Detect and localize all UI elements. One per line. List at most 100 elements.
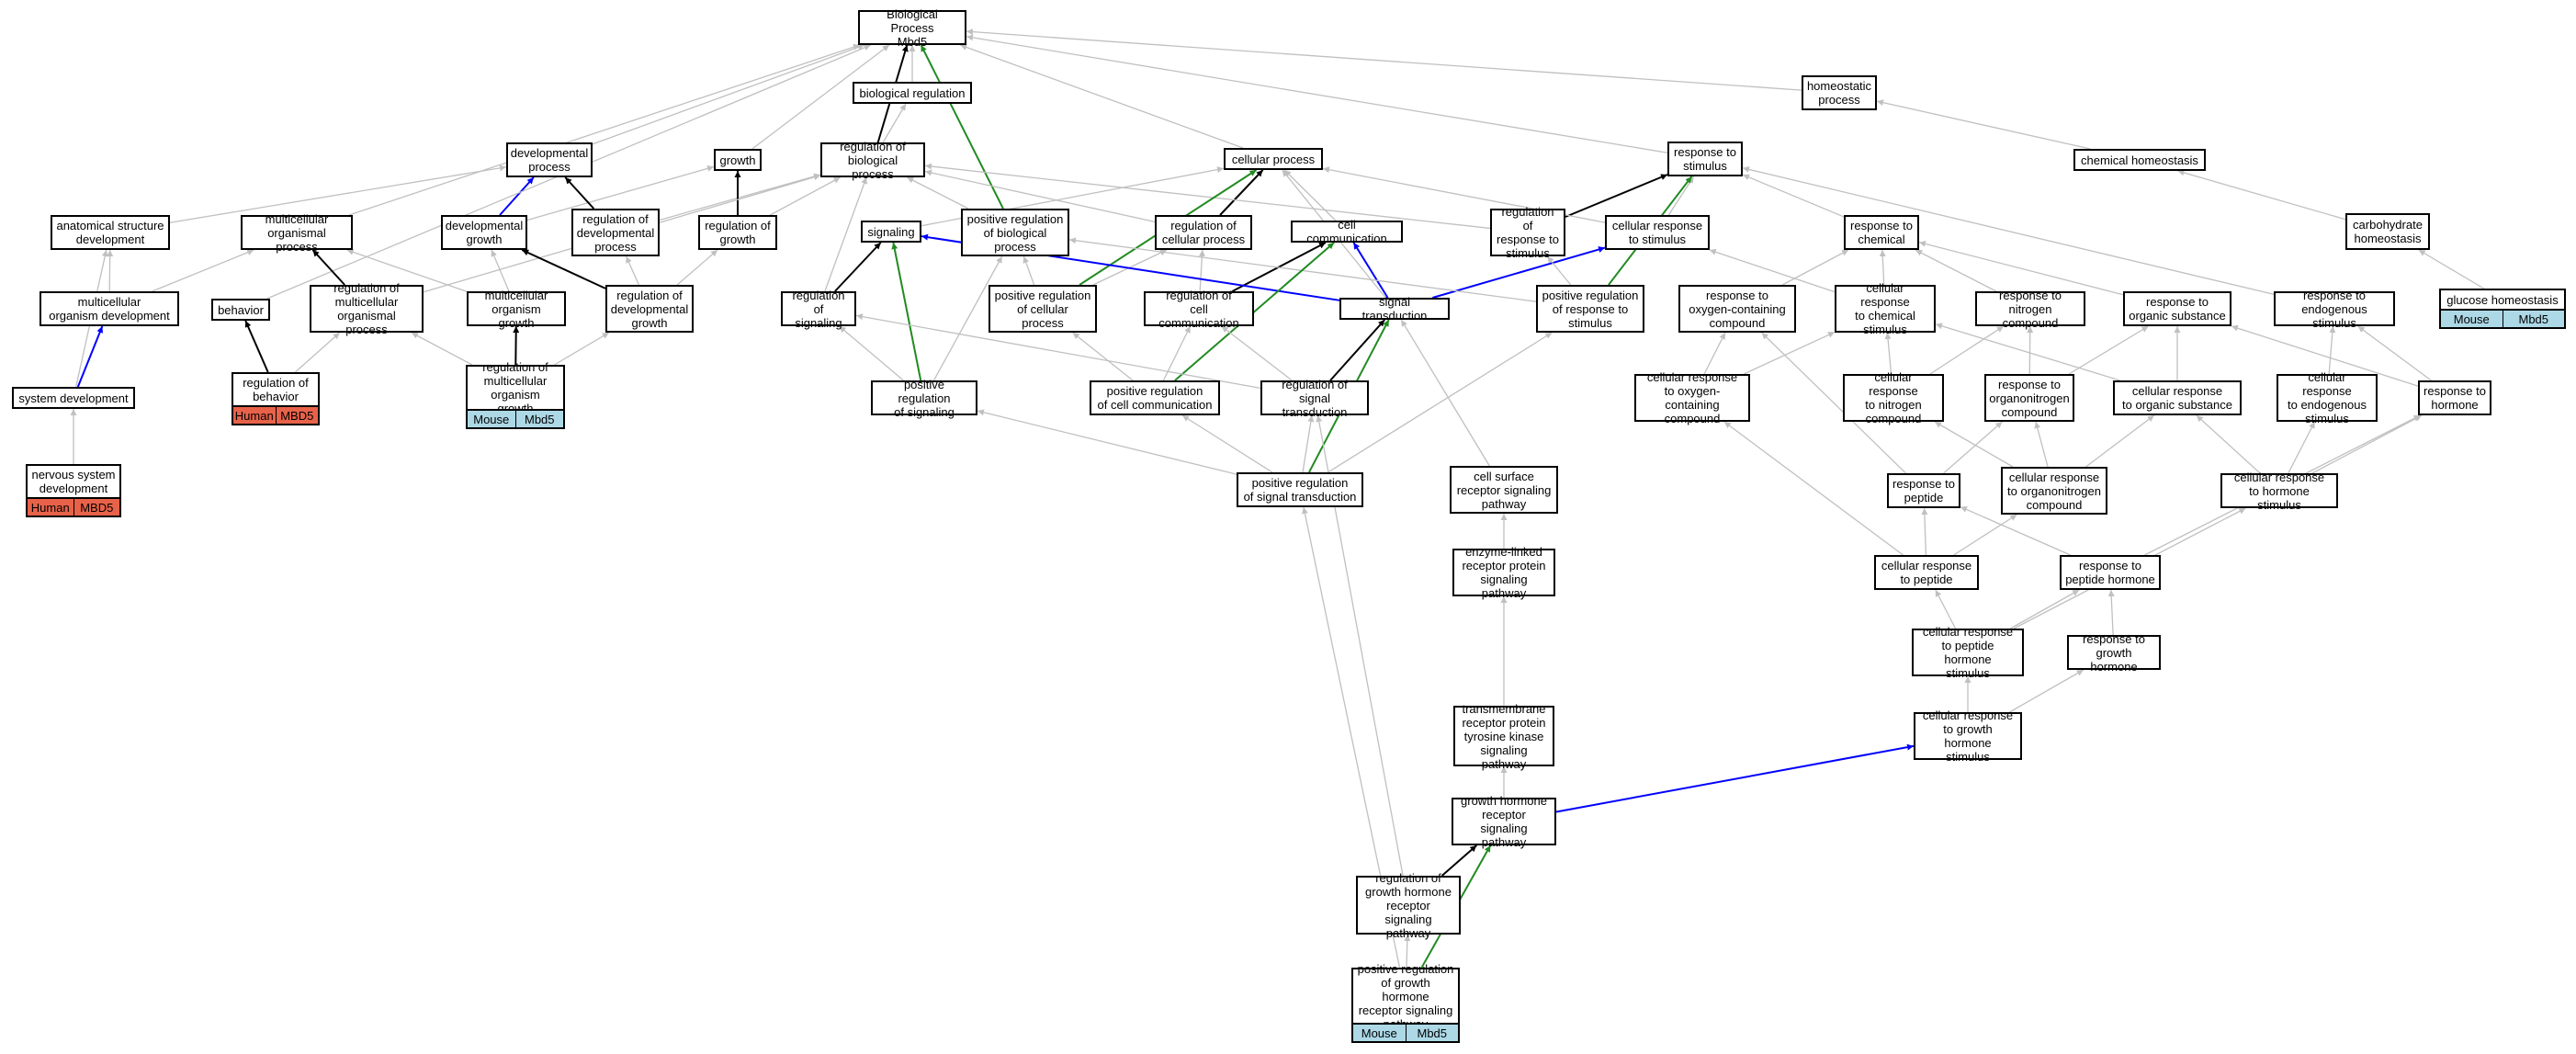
node-regulation-of-developmental-process[interactable]: regulation of developmental process [571, 209, 660, 256]
edge-is-a [1742, 165, 2275, 295]
edge-is-a [1072, 332, 1134, 381]
node-response-to-stimulus[interactable]: response to stimulus [1667, 142, 1743, 176]
node-cellular-response-to-endogenous-stimulus[interactable]: cellular response to endogenous stimulus [2277, 370, 2378, 425]
edge-part-of [564, 176, 595, 210]
node-positive-regulation-of-response-to-stimulus[interactable]: positive regulation of response to stimu… [1536, 285, 1644, 333]
node-carbohydrate-homeostasis[interactable]: carbohydrate homeostasis [2345, 213, 2430, 250]
node-cellular-response-to-stimulus[interactable]: cellular response to stimulus [1605, 215, 1710, 250]
edge-is-a [1703, 332, 1726, 375]
node-response-to-peptide[interactable]: response to peptide [1887, 473, 1960, 508]
node-growth[interactable]: growth [714, 149, 762, 171]
node-positive-regulation-of-signal-transduction[interactable]: positive regulation of signal transducti… [1237, 472, 1363, 507]
edge-is-a [770, 176, 841, 216]
node-regulation-of-biological-process[interactable]: regulation of biological process [820, 140, 925, 181]
edge-part-of [244, 320, 269, 373]
edge-is-a [2068, 325, 2149, 375]
node-regulation-of-multicellular-organismal-process[interactable]: regulation of multicellular organismal p… [310, 281, 424, 336]
node-response-to-growth-hormone[interactable]: response to growth hormone [2067, 632, 2161, 674]
node-glucose-homeostasis[interactable]: glucose homeostasis [2439, 289, 2566, 311]
edge-is-a [1943, 421, 2003, 474]
node-regulation-of-response-to-stimulus[interactable]: regulation of response to stimulus [1490, 205, 1565, 260]
node-cellular-response-to-nitrogen-compound[interactable]: cellular response to nitrogen compound [1843, 370, 1944, 425]
node-multicellular-organism-development[interactable]: multicellular organism development [40, 291, 179, 326]
node-anatomical-structure-development[interactable]: anatomical structure development [51, 215, 170, 250]
node-chemical-homeostasis[interactable]: chemical homeostasis [2073, 149, 2206, 171]
node-nervous-system-development[interactable]: nervous system development [26, 464, 121, 499]
node-behavior[interactable]: behavior [211, 299, 270, 321]
edge-part-of [521, 249, 606, 289]
node-cell-communication[interactable]: cell communication [1291, 218, 1403, 245]
node-response-to-endogenous-stimulus[interactable]: response to endogenous stimulus [2274, 289, 2395, 330]
species-label: Mouse [1353, 1025, 1406, 1041]
node-signal-transduction[interactable]: signal transduction [1339, 295, 1450, 323]
edge-is-a [1744, 331, 1836, 375]
node-positive-regulation-of-cell-communication[interactable]: positive regulation of cell communicatio… [1090, 380, 1220, 415]
node-regulation-of-cell-communication[interactable]: regulation of cell communication [1144, 289, 1254, 330]
species-label: Human [233, 407, 276, 424]
edge-is-a [1921, 507, 1928, 556]
node-regulation-of-growth-hormone-receptor-signaling-pathway[interactable]: regulation of growth hormone receptor si… [1356, 871, 1461, 940]
node-cell-surface-receptor-signaling-pathway[interactable]: cell surface receptor signaling pathway [1450, 466, 1558, 514]
node-regulation-of-cellular-process[interactable]: regulation of cellular process [1155, 215, 1252, 250]
node-response-to-organic-substance[interactable]: response to organic substance [2123, 291, 2231, 326]
node-positive-regulation-of-biological-process[interactable]: positive regulation of biological proces… [961, 209, 1069, 256]
node-cellular-response-to-peptide[interactable]: cellular response to peptide [1874, 555, 1979, 590]
node-response-to-hormone[interactable]: response to hormone [2418, 380, 2491, 415]
node-enzyme-linked-receptor-protein-signaling-pathway[interactable]: enzyme-linked receptor protein signaling… [1452, 545, 1555, 600]
edge-is-a [855, 313, 1261, 390]
node-regulation-of-developmental-growth[interactable]: regulation of developmental growth [605, 285, 694, 333]
edge-is-a [1761, 332, 1906, 474]
node-biological-regulation[interactable]: biological regulation [853, 82, 972, 104]
node-signaling[interactable]: signaling [861, 221, 921, 243]
node-positive-regulation-of-cellular-process[interactable]: positive regulation of cellular process [989, 285, 1097, 333]
edge-positively-regulates [920, 44, 1004, 210]
node-regulation-of-behavior[interactable]: regulation of behavior [232, 372, 320, 407]
node-regulation-of-signaling[interactable]: regulation of signaling [781, 289, 856, 330]
node-regulation-of-signal-transduction[interactable]: regulation of signal transduction [1260, 378, 1369, 419]
edge-is-a [2027, 325, 2034, 375]
node-cellular-response-to-chemical-stimulus[interactable]: cellular response to chemical stimulus [1835, 281, 1936, 336]
edge-regulates [499, 176, 535, 216]
edge-part-of [1329, 319, 1385, 381]
node-cellular-response-to-organic-substance[interactable]: cellular response to organic substance [2113, 380, 2242, 415]
node-growth-hormone-receptor-signaling-pathway[interactable]: growth hormone receptor signaling pathwa… [1452, 794, 1556, 849]
edge-is-a [2009, 669, 2085, 713]
node-developmental-growth[interactable]: developmental growth [441, 215, 527, 250]
node-transmembrane-receptor-protein-tyrosine-kinase-signaling-pathway[interactable]: transmembrane receptor protein tyrosine … [1453, 702, 1554, 771]
edge-is-a [1283, 169, 1337, 221]
edge-is-a [2418, 249, 2485, 289]
edge-is-a [1935, 323, 2120, 381]
edge-is-a [751, 44, 890, 150]
node-response-to-chemical[interactable]: response to chemical [1844, 215, 1919, 250]
edge-is-a [1879, 249, 1886, 286]
edge-is-a [2231, 324, 2419, 387]
node-response-to-nitrogen-compound[interactable]: response to nitrogen compound [1975, 289, 2085, 330]
node-system-development[interactable]: system development [12, 387, 135, 409]
node-multicellular-organismal-process[interactable]: multicellular organismal process [241, 212, 353, 254]
node-homeostatic-process[interactable]: homeostatic process [1802, 75, 1877, 110]
edge-is-a [1022, 255, 1035, 286]
node-biological-process[interactable]: Biological Process Mbd5 [858, 7, 966, 49]
node-regulation-of-growth[interactable]: regulation of growth [698, 215, 777, 250]
node-positive-regulation-of-growth-hormone-receptor-signaling-pathway[interactable]: positive regulation of growth hormone re… [1351, 962, 1460, 1031]
node-cellular-response-to-growth-hormone-stimulus[interactable]: cellular response to growth hormone stim… [1914, 708, 2022, 764]
gene-label: Mbd5 [1405, 1025, 1458, 1041]
node-developmental-process[interactable]: developmental process [506, 142, 593, 177]
node-regulation-of-multicellular-organism-growth[interactable]: regulation of multicellular organism gro… [466, 360, 565, 415]
node-response-to-organonitrogen-compound[interactable]: response to organonitrogen compound [1984, 374, 2074, 422]
edge-is-a [1934, 421, 2014, 468]
node-cellular-response-to-organonitrogen-compound[interactable]: cellular response to organonitrogen comp… [2001, 467, 2107, 515]
node-cellular-response-to-oxygen-containing-compound[interactable]: cellular response to oxygen-containing c… [1634, 370, 1750, 425]
node-positive-regulation-of-signaling[interactable]: positive regulation of signaling [871, 378, 977, 419]
node-multicellular-organism-growth[interactable]: multicellular organism growth [467, 289, 566, 330]
node-response-to-peptide-hormone[interactable]: response to peptide hormone [2060, 555, 2161, 590]
node-cellular-response-to-hormone-stimulus[interactable]: cellular response to hormone stimulus [2220, 470, 2338, 512]
edge-is-a [1328, 332, 1553, 473]
gene-label: MBD5 [73, 499, 119, 516]
node-cellular-process[interactable]: cellular process [1224, 148, 1323, 170]
node-response-to-oxygen-containing-compound[interactable]: response to oxygen-containing compound [1678, 285, 1796, 333]
edge-is-a [1935, 589, 1957, 629]
edge-part-of [1565, 174, 1668, 218]
node-cellular-response-to-peptide-hormone-stimulus[interactable]: cellular response to peptide hormone sti… [1912, 625, 2024, 680]
